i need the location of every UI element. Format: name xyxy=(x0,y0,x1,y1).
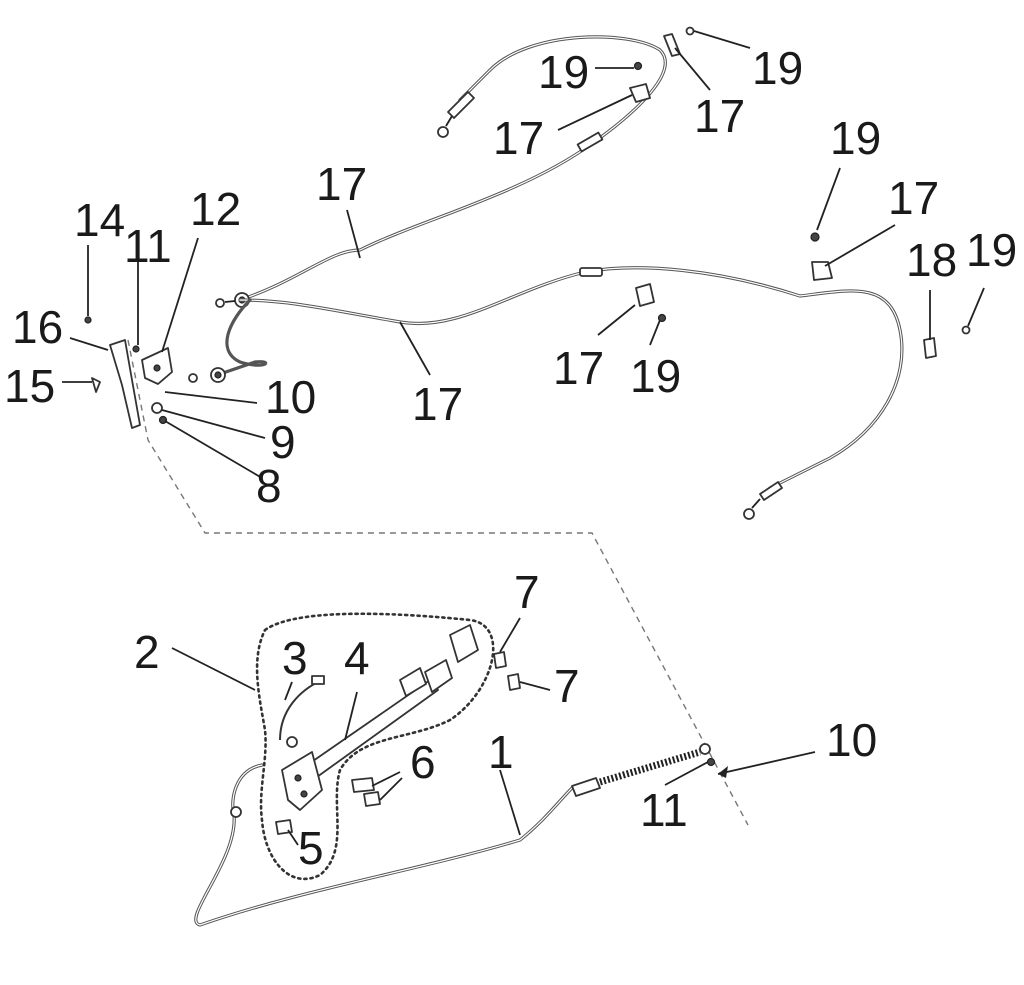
cable-loop-end xyxy=(188,298,268,383)
cable-1 xyxy=(194,743,716,927)
callout-19-top-left: 19 xyxy=(538,46,589,98)
callout-10-upper: 10 xyxy=(265,371,316,423)
callout-3: 3 xyxy=(282,632,308,684)
callout-16: 17 xyxy=(316,158,367,210)
callout-13-lower: 15 xyxy=(4,360,55,412)
callout-labels: 14 11 12 16 15 10 9 8 17 17 19 17 19 17 … xyxy=(4,42,1017,874)
cable-15 xyxy=(238,266,904,520)
lever-assembly-2-outline xyxy=(255,612,495,881)
callout-19-top-right: 19 xyxy=(752,42,803,94)
callout-19-right: 19 xyxy=(830,112,881,164)
callout-13-upper: 14 xyxy=(74,194,125,246)
callout-5: 5 xyxy=(298,822,324,874)
callout-17-top-right: 17 xyxy=(694,90,745,142)
callout-8: 8 xyxy=(256,460,282,512)
callout-9: 9 xyxy=(270,416,296,468)
callout-19-far-right: 19 xyxy=(966,224,1017,276)
callout-6: 6 xyxy=(410,736,436,788)
callout-17-top-left: 17 xyxy=(493,112,544,164)
callout-1: 1 xyxy=(488,726,514,778)
cable-clips xyxy=(629,26,971,359)
callout-4: 4 xyxy=(344,632,370,684)
lever-assembly xyxy=(275,624,521,835)
bracket-assembly xyxy=(84,316,173,429)
callout-17-right: 17 xyxy=(888,172,939,224)
callout-17-middle: 17 xyxy=(553,342,604,394)
callout-10-lower: 10 xyxy=(826,714,877,766)
callout-14: 16 xyxy=(12,301,63,353)
callout-7-upper: 7 xyxy=(514,566,540,618)
callout-12: 12 xyxy=(190,183,241,235)
callout-17-far-right: 18 xyxy=(906,234,957,286)
callout-11-upper: 11 xyxy=(124,220,172,272)
reference-lines xyxy=(127,339,749,826)
callout-11-lower: 11 xyxy=(640,784,688,836)
callout-7-lower: 7 xyxy=(554,660,580,712)
callout-15: 17 xyxy=(412,378,463,430)
callout-2: 2 xyxy=(134,626,160,678)
leader-lines xyxy=(62,30,985,846)
callout-18: 19 xyxy=(630,350,681,402)
cable-16 xyxy=(215,35,667,308)
